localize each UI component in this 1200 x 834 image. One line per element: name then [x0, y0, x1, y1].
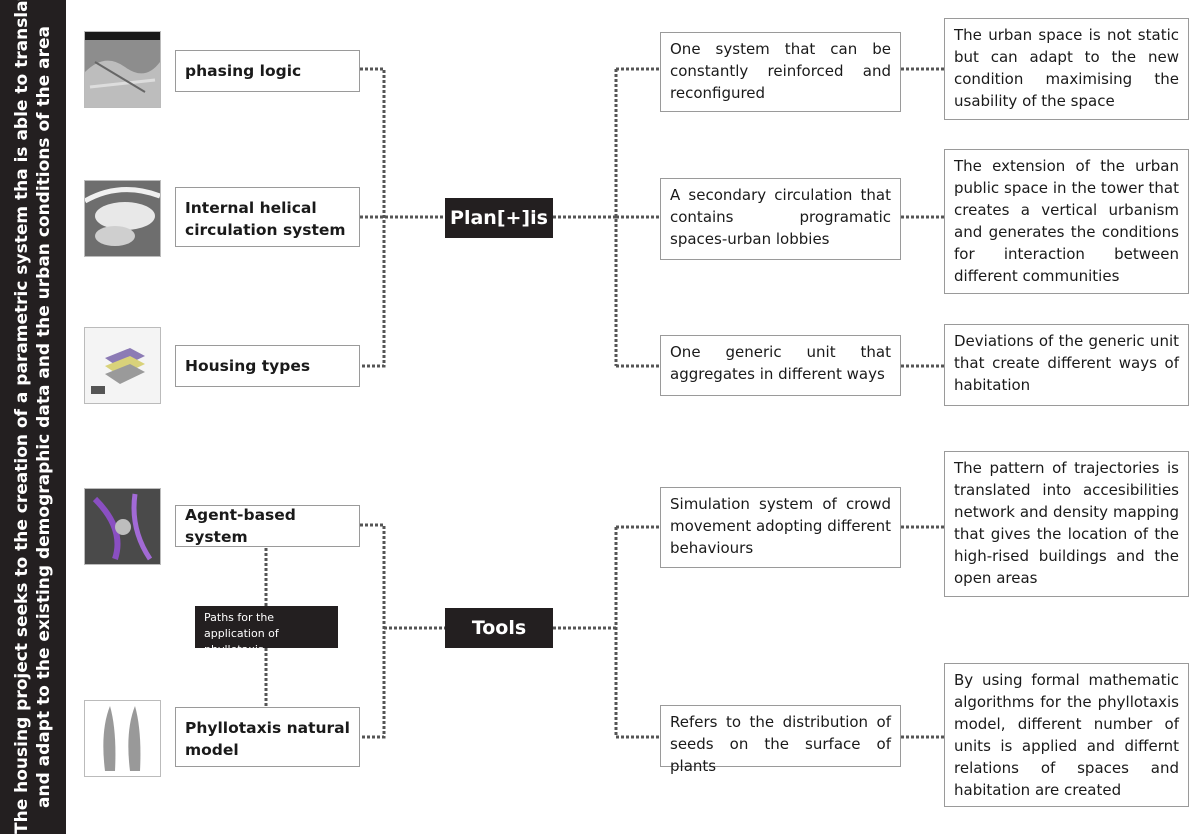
right-box-urban-space: The urban space is not static but can ad…: [944, 18, 1189, 120]
mid-box-simulation: Simulation system of crowd movement adop…: [660, 487, 901, 568]
phyllotaxis-label: Phyllotaxis natural model: [185, 719, 350, 759]
left-box-phyllotaxis: Phyllotaxis natural model: [175, 707, 360, 767]
housing-types-label: Housing types: [185, 357, 311, 375]
left-box-agent-based: Agent-based system: [175, 505, 360, 547]
right-box-algorithms: By using formal mathematic algorithms fo…: [944, 663, 1189, 807]
housing-types-image: [84, 327, 161, 404]
hub-planis-label: Plan[+]is: [450, 207, 548, 229]
right-box-vertical-urbanism-text: The extension of the urban public space …: [954, 157, 1179, 285]
mid-box-secondary-circulation: A secondary circulation that contains pr…: [660, 178, 901, 260]
phasing-logic-label: phasing logic: [185, 62, 302, 80]
helical-circulation-label: Internal helical circulation system: [185, 199, 346, 239]
right-box-algorithms-text: By using formal mathematic algorithms fo…: [954, 671, 1179, 799]
connector-agent: [360, 523, 386, 739]
mid-box-system: One system that can be constantly reinfo…: [660, 32, 901, 112]
hub-tools: Tools: [445, 608, 553, 648]
connector-phasing: [360, 67, 386, 368]
right-box-deviations-text: Deviations of the generic unit that crea…: [954, 332, 1179, 394]
left-box-helical-circulation: Internal helical circulation system: [175, 187, 360, 247]
mid-box-system-text: One system that can be constantly reinfo…: [670, 40, 891, 102]
mid-box-generic-unit-text: One generic unit that aggregates in diff…: [670, 343, 891, 383]
right-box-trajectories-text: The pattern of trajectories is translate…: [954, 459, 1179, 587]
agent-based-image: [84, 488, 161, 565]
right-box-deviations: Deviations of the generic unit that crea…: [944, 324, 1189, 406]
sidebar-banner: The housing project seeks to the creatio…: [0, 0, 66, 834]
mid-box-generic-unit: One generic unit that aggregates in diff…: [660, 335, 901, 396]
hub-planis: Plan[+]is: [445, 198, 553, 238]
hub-tools-label: Tools: [471, 617, 527, 639]
phasing-logic-image: [84, 31, 161, 108]
mid-box-seed-distribution: Refers to the distribution of seeds on t…: [660, 705, 901, 775]
right-box-vertical-urbanism: The extension of the urban public space …: [944, 149, 1189, 294]
mid-box-seed-distribution-text: Refers to the distribution of seeds on t…: [670, 713, 891, 775]
phyllotaxis-paths-note-text: Paths for the application of phyllotaxis: [204, 611, 279, 656]
phyllotaxis-image: [84, 700, 161, 777]
right-box-trajectories: The pattern of trajectories is translate…: [944, 451, 1189, 597]
left-box-phasing-logic: phasing logic: [175, 50, 360, 92]
phyllotaxis-paths-note: Paths for the application of phyllotaxis: [195, 606, 338, 656]
right-box-urban-space-text: The urban space is not static but can ad…: [954, 26, 1179, 110]
helical-circulation-image: [84, 180, 161, 257]
agent-based-label: Agent-based system: [185, 506, 296, 546]
mid-box-simulation-text: Simulation system of crowd movement adop…: [670, 495, 891, 557]
left-box-housing-types: Housing types: [175, 345, 360, 387]
mid-box-secondary-circulation-text: A secondary circulation that contains pr…: [670, 186, 891, 248]
